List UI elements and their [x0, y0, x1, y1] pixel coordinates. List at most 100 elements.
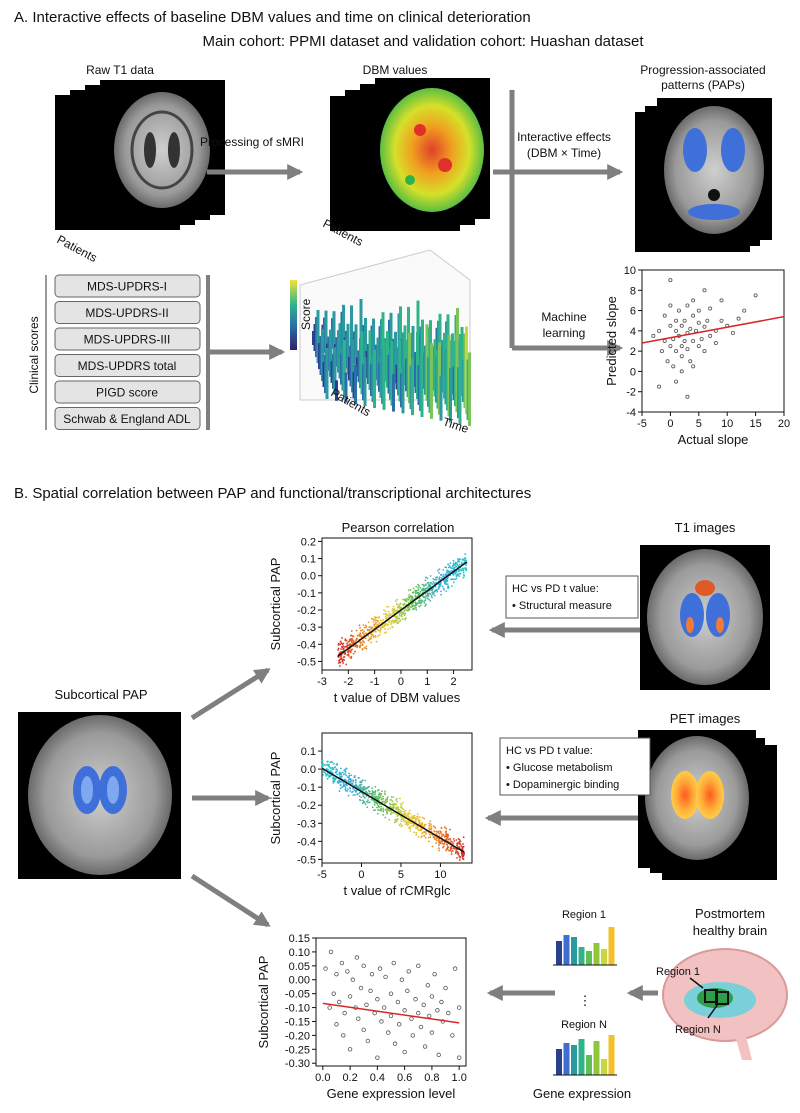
- scatter-point: [440, 826, 443, 829]
- scatter-point: [351, 783, 354, 786]
- scatter-point: [417, 587, 420, 589]
- x-tick-label: -1: [370, 676, 380, 688]
- scatter-point: [438, 849, 441, 852]
- scatter-point: [347, 653, 350, 656]
- scatter-point: [440, 574, 442, 576]
- scatter-point: [340, 772, 342, 775]
- scatter-point: [445, 849, 447, 852]
- scatter-point: [364, 632, 367, 635]
- scatter-point: [391, 800, 394, 803]
- scatter-point: [407, 816, 410, 819]
- bar3d-bar: [382, 341, 386, 410]
- scatter-point: [339, 767, 342, 770]
- scatter-point: [458, 572, 461, 575]
- scatter-point: [366, 786, 369, 789]
- clinical-score-box: [54, 380, 201, 404]
- scatter-point: [340, 654, 342, 657]
- score-colorbar: [290, 280, 297, 350]
- bar3d-bar: [324, 310, 328, 359]
- scatter-point: [438, 576, 441, 579]
- scatter-point: [423, 588, 425, 591]
- scatter-point: [398, 824, 401, 827]
- scatter-point: [358, 791, 361, 794]
- scatter-point: [442, 573, 445, 576]
- scatter-point: [668, 303, 673, 308]
- scatter-point: [374, 617, 377, 620]
- scatter-point: [413, 816, 416, 819]
- scatter-point: [378, 795, 380, 798]
- scatter-point: [696, 308, 701, 313]
- scatter-point: [365, 625, 368, 628]
- y-tick-label: -4: [626, 407, 636, 419]
- pet-box-line3: • Dopaminergic binding: [506, 779, 619, 791]
- scatter-point: [403, 812, 406, 815]
- scatter-point: [431, 845, 434, 848]
- scatter-point: [409, 828, 412, 830]
- scatter-point: [668, 344, 673, 349]
- scatter-point: [431, 596, 433, 599]
- scatter-point: [381, 1005, 387, 1010]
- bar3d-bar: [332, 311, 336, 355]
- scatter-point: [428, 840, 430, 843]
- scatter-point: [425, 603, 427, 606]
- bar3d-bar: [401, 366, 405, 414]
- scatter-point: [418, 599, 421, 602]
- scatter-point: [456, 844, 458, 847]
- scatter-point: [443, 842, 446, 845]
- scatter-point: [344, 773, 347, 775]
- scatter-point: [461, 567, 464, 570]
- scatter-point: [376, 628, 379, 631]
- scatter-point: [377, 616, 380, 619]
- scatter-point: [402, 818, 405, 821]
- bar3d-bar: [399, 306, 402, 368]
- y-tick-label: -0.2: [297, 605, 316, 617]
- bar3d-bar: [389, 312, 393, 366]
- scatter-point: [408, 597, 411, 599]
- scatter-point: [428, 584, 431, 587]
- scatter-point: [342, 783, 345, 786]
- raw-t1-stack: [55, 80, 225, 230]
- scatter-point: [339, 781, 342, 784]
- gene-bar: [608, 1035, 615, 1075]
- scatter-point: [455, 850, 457, 853]
- scatter-point: [415, 585, 418, 588]
- scatter-point: [447, 563, 449, 566]
- scatter-point: [420, 601, 422, 604]
- scatter-point: [349, 651, 352, 654]
- scatter-point: [461, 857, 464, 860]
- scatter-point: [462, 558, 465, 561]
- scatter-point: [403, 810, 406, 813]
- scatter-point: [329, 767, 332, 770]
- scatter-point: [382, 795, 384, 798]
- scatter-point: [382, 807, 384, 810]
- y-tick-label: -0.3: [297, 818, 316, 830]
- regionN-bars: [553, 1035, 617, 1076]
- scatter-point: [674, 328, 679, 333]
- scatter-point: [336, 763, 339, 766]
- scatter-point: [674, 379, 679, 384]
- scatter-point: [376, 812, 379, 815]
- scatter-point: [364, 803, 367, 806]
- scatter-point: [344, 770, 347, 773]
- scatter-point: [321, 765, 324, 768]
- scatter-point: [399, 977, 405, 982]
- scatter-point: [363, 630, 365, 633]
- gene-bar: [601, 949, 607, 965]
- scatter-point: [395, 799, 397, 801]
- scatter-point: [340, 657, 343, 659]
- scatter-point: [348, 778, 351, 780]
- x-tick-label: 0: [398, 676, 404, 688]
- scatter-point: [391, 609, 394, 612]
- scatter-point: [708, 306, 713, 311]
- scatter-point: [665, 359, 670, 364]
- scatter-point: [386, 605, 388, 608]
- scatter-point: [437, 569, 439, 572]
- scatter-point: [343, 659, 346, 661]
- scatter-point: [349, 787, 352, 790]
- scatter-point: [396, 619, 398, 622]
- scatter-point: [359, 781, 362, 784]
- structural-box-line2: • Structural measure: [512, 600, 612, 612]
- scatter-point: [339, 643, 342, 646]
- scatter-point: [702, 349, 707, 354]
- gene-bar: [608, 927, 615, 965]
